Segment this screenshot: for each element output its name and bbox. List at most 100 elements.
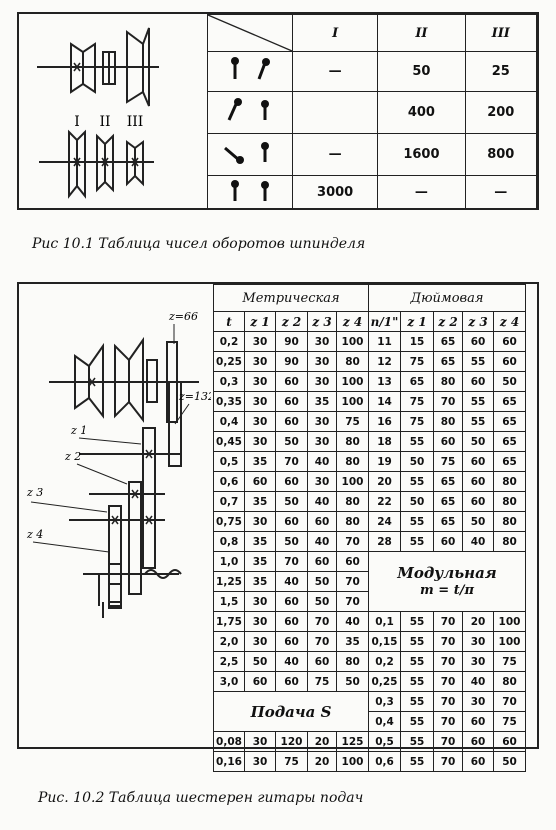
table-cell: 60 bbox=[462, 471, 494, 492]
figure-10-1: I II III I II III — 50 25 400 200 — 160 bbox=[17, 12, 539, 210]
table-cell: 40 bbox=[462, 671, 494, 692]
table-cell: 80 bbox=[336, 511, 369, 532]
table-cell: 1,0 bbox=[213, 551, 245, 572]
table-cell: 60 bbox=[244, 671, 276, 692]
table-cell: 35 bbox=[244, 571, 276, 592]
lever-position-icon bbox=[207, 51, 293, 92]
roman-label: II bbox=[99, 114, 110, 130]
table-cell: 75 bbox=[400, 391, 434, 412]
column-header: z 2 bbox=[433, 311, 463, 332]
column-header: z 4 bbox=[493, 311, 526, 332]
gear-label: z 3 bbox=[26, 486, 43, 499]
table-cell: 40 bbox=[307, 531, 337, 552]
table-cell: 50 bbox=[275, 491, 308, 512]
table-cell: 80 bbox=[336, 491, 369, 512]
table-cell: 0,35 bbox=[213, 391, 245, 412]
metric-header: Метрическая bbox=[213, 284, 369, 312]
table-cell: 55 bbox=[400, 671, 434, 692]
table-cell: 65 bbox=[433, 471, 463, 492]
table-cell: 65 bbox=[433, 511, 463, 532]
column-header: z 2 bbox=[275, 311, 308, 332]
table-cell: 70 bbox=[493, 691, 526, 712]
lever-position-icon bbox=[207, 133, 293, 176]
table-cell: 60 bbox=[462, 751, 494, 772]
table-cell: 70 bbox=[275, 451, 308, 472]
table-cell: 25 bbox=[464, 51, 538, 92]
table-cell: 35 bbox=[244, 451, 276, 472]
inch-header: Дюймовая bbox=[368, 284, 526, 312]
table-cell: 0,7 bbox=[213, 491, 245, 512]
table-cell: 50 bbox=[307, 591, 337, 612]
table-cell: 60 bbox=[307, 651, 337, 672]
table-cell: 80 bbox=[336, 431, 369, 452]
table-cell: 30 bbox=[244, 751, 276, 772]
modular-label: Модульная bbox=[397, 563, 497, 582]
table-cell: 80 bbox=[336, 651, 369, 672]
table-cell: 0,5 bbox=[213, 451, 245, 472]
table-cell: 30 bbox=[244, 431, 276, 452]
table-cell: 0,2 bbox=[368, 651, 401, 672]
spindle-speed-table: I II III — 50 25 400 200 — 1600 800 3000… bbox=[207, 14, 538, 210]
table-cell: 80 bbox=[336, 351, 369, 372]
table-cell: 65 bbox=[493, 451, 526, 472]
table-cell: 60 bbox=[275, 611, 308, 632]
table-cell: 55 bbox=[462, 351, 494, 372]
table-cell: 70 bbox=[433, 711, 463, 732]
table-cell: 16 bbox=[368, 411, 401, 432]
gear-cone-diagram: I II III bbox=[37, 27, 159, 199]
table-cell: 50 bbox=[377, 51, 466, 92]
table-cell: 30 bbox=[307, 371, 337, 392]
table-cell: 40 bbox=[275, 651, 308, 672]
table-cell: 30 bbox=[244, 371, 276, 392]
gear-label: z=66 bbox=[168, 310, 198, 323]
table-cell: 3000 bbox=[291, 175, 379, 210]
table-cell: 125 bbox=[336, 731, 369, 752]
table-cell: 0,4 bbox=[213, 411, 245, 432]
roman-label: I bbox=[74, 114, 80, 130]
table-cell: 30 bbox=[307, 411, 337, 432]
table-cell bbox=[291, 91, 379, 134]
table-cell: 40 bbox=[336, 611, 369, 632]
table-cell: 30 bbox=[307, 471, 337, 492]
lever-position-icon bbox=[207, 91, 293, 134]
table-cell: 80 bbox=[433, 371, 463, 392]
table-cell: 55 bbox=[462, 391, 494, 412]
table-cell: 30 bbox=[307, 331, 337, 352]
table-cell: 20 bbox=[368, 471, 401, 492]
table-cell: 70 bbox=[336, 531, 369, 552]
figure-10-2: z=66 z=132 z 1 z 2 z 3 z 4 Метрическая Д… bbox=[17, 282, 539, 772]
column-header: z 3 bbox=[462, 311, 494, 332]
table-cell: 100 bbox=[336, 371, 369, 392]
feed-gear-train-diagram: z=66 z=132 z 1 z 2 z 3 z 4 bbox=[26, 310, 211, 618]
column-header: z 1 bbox=[244, 311, 276, 332]
column-header: z 4 bbox=[336, 311, 369, 332]
table-cell: 50 bbox=[275, 531, 308, 552]
table-cell: 80 bbox=[493, 511, 526, 532]
table-cell: 70 bbox=[336, 591, 369, 612]
table-cell: 50 bbox=[307, 571, 337, 592]
table-cell: 40 bbox=[462, 531, 494, 552]
modular-formula: m = t/π bbox=[420, 582, 474, 598]
table-cell: 13 bbox=[368, 371, 401, 392]
table-cell: 60 bbox=[275, 511, 308, 532]
table-cell: 18 bbox=[368, 431, 401, 452]
table-cell: 15 bbox=[400, 331, 434, 352]
table-cell: 30 bbox=[244, 631, 276, 652]
table-cell: 0,8 bbox=[213, 531, 245, 552]
gear-label: z 4 bbox=[26, 528, 43, 541]
table-cell: 30 bbox=[244, 391, 276, 412]
table-cell: 800 bbox=[464, 133, 538, 176]
table-cell: 35 bbox=[336, 631, 369, 652]
table-cell: 75 bbox=[275, 751, 308, 772]
table-cell: 50 bbox=[462, 431, 494, 452]
table-cell: 60 bbox=[275, 671, 308, 692]
table-cell: 1,75 bbox=[213, 611, 245, 632]
table-cell: 65 bbox=[493, 411, 526, 432]
table-cell: 100 bbox=[336, 391, 369, 412]
